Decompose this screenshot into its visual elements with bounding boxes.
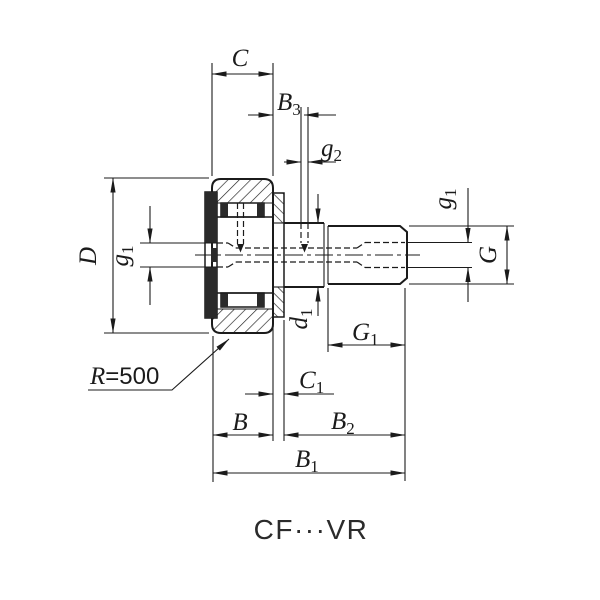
- dim-label-B2: B2: [331, 408, 355, 438]
- bearing-cross-section: [195, 178, 420, 334]
- dim-G: G: [409, 225, 514, 285]
- dim-G1: G1: [327, 288, 406, 481]
- stud-flange: [272, 192, 285, 318]
- stud-thread: [328, 225, 408, 285]
- radius-label: R=500: [89, 363, 159, 390]
- model-caption: CF···VR: [254, 514, 369, 545]
- dim-B: B: [212, 336, 274, 482]
- grease-passages: [217, 203, 405, 269]
- dim-B1: B1: [212, 446, 406, 476]
- dim-label-g1-left: g1: [107, 246, 137, 267]
- dim-g1-left: g1: [107, 206, 217, 305]
- dim-label-G1: G1: [352, 319, 379, 349]
- dim-label-B3: B3: [277, 89, 301, 119]
- dim-label-G: G: [475, 246, 502, 264]
- outer-ring: [211, 178, 274, 334]
- dim-C: C: [211, 45, 274, 176]
- dim-label-d1: d1: [286, 309, 316, 330]
- dim-label-g1-right: g1: [430, 189, 460, 210]
- dim-g2: g2: [284, 135, 342, 165]
- dim-g1-right: g1: [407, 188, 472, 302]
- radius-annotation: R=500: [88, 338, 230, 391]
- dim-label-g2: g2: [321, 135, 342, 165]
- dim-d1: d1: [286, 194, 321, 330]
- dim-label-B: B: [232, 409, 247, 436]
- side-plate: [204, 191, 218, 319]
- dim-label-C: C: [232, 45, 249, 72]
- dim-label-C1: C1: [299, 367, 324, 397]
- dim-C1: C1: [245, 320, 334, 441]
- dim-D: D: [75, 177, 209, 334]
- dim-label-D: D: [75, 247, 102, 266]
- dim-label-B1: B1: [295, 446, 319, 476]
- needle-rollers: [217, 202, 273, 308]
- dim-B2: B2: [283, 408, 406, 438]
